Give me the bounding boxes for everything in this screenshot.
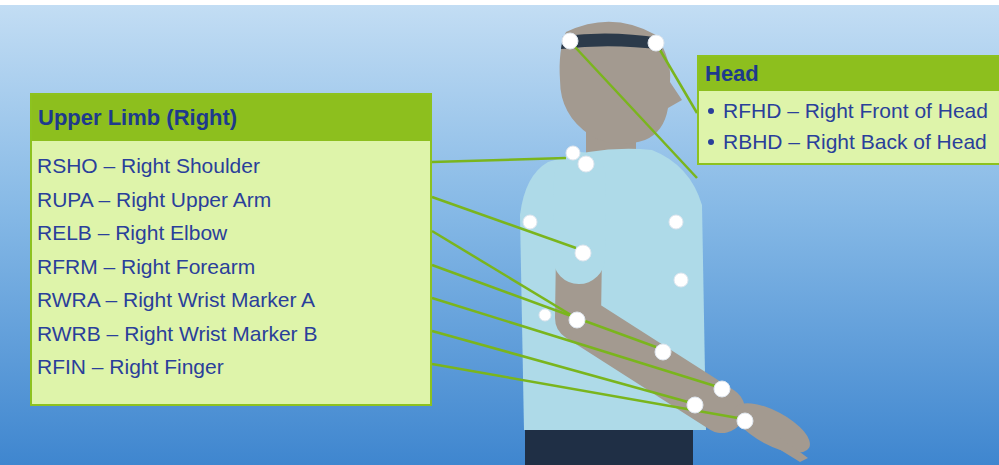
marker-label: RELB – Right Elbow [32, 216, 422, 250]
box-body: RSHO – Right ShoulderRUPA – Right Upper … [32, 141, 430, 404]
bullet-dot [708, 139, 714, 145]
marker-label: RFIN – Right Finger [32, 350, 422, 384]
marker-label: RUPA – Right Upper Arm [32, 183, 422, 217]
category-box: HeadRFHD – Right Front of HeadRBHD – Rig… [697, 55, 999, 165]
category-box: Upper Limb (Right)RSHO – Right ShoulderR… [30, 93, 432, 406]
marker-label: RFRM – Right Forearm [32, 250, 422, 284]
bullet-dot [708, 108, 714, 114]
box-body: RFHD – Right Front of HeadRBHD – Right B… [699, 91, 999, 163]
marker-label: RWRA – Right Wrist Marker A [32, 283, 422, 317]
top-strip [0, 0, 999, 5]
box-heading: Upper Limb (Right) [32, 95, 430, 141]
marker-label: RBHD – Right Back of Head [699, 126, 991, 157]
box-heading: Head [699, 57, 999, 91]
marker-label: RFHD – Right Front of Head [699, 95, 991, 126]
leader-lines [432, 47, 738, 418]
marker-label: RWRB – Right Wrist Marker B [32, 317, 422, 351]
marker-label: RSHO – Right Shoulder [32, 149, 422, 183]
